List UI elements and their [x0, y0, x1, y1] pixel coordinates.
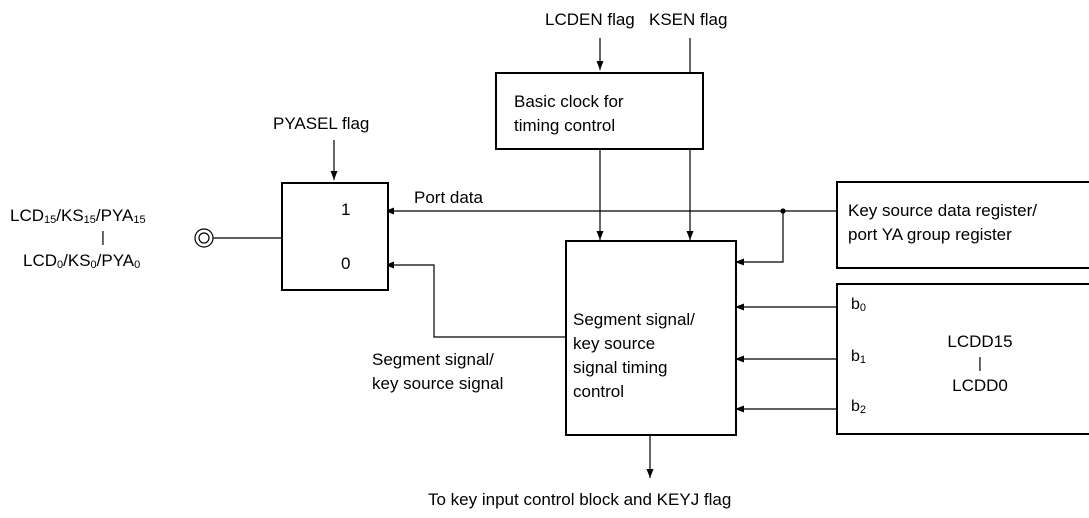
segment-signal-label-line2: key source signal [372, 374, 504, 393]
register-to-timing-arrow [735, 211, 784, 266]
pin-label-top: LCD15/KS15/PYA15 [10, 206, 146, 226]
switch-input-0-label: 0 [341, 254, 351, 273]
bit-1-label: b1 [851, 348, 867, 366]
timing-box-line2: key source [573, 334, 656, 353]
bit-2-label: b2 [851, 398, 867, 416]
pin-icon [194, 228, 214, 248]
segment-timing-control-box: Segment signal/ key source signal timing… [565, 240, 737, 436]
selector-switch-box [281, 182, 389, 291]
ksen-flag-label: KSEN flag [649, 10, 728, 29]
junction-dot [780, 208, 786, 214]
lcden-flag-label: LCDEN flag [545, 10, 635, 29]
segment-signal-label-line1: Segment signal/ [372, 350, 494, 369]
lcdd-label-line2: | [978, 355, 982, 372]
lcdd-register-box [836, 283, 1089, 435]
timing-box-line1: Segment signal/ [573, 310, 695, 329]
pin-label-bottom: LCD0/KS0/PYA0 [23, 251, 141, 271]
key-source-register-box: Key source data register/ port YA group … [836, 181, 1089, 269]
clock-box-line2: timing control [514, 116, 616, 135]
segment-signal-path [385, 261, 567, 338]
switch-input-1-label: 1 [341, 200, 351, 219]
output-destination-label: To key input control block and KEYJ flag [428, 490, 732, 509]
clock-box-line1: Basic clock for [514, 92, 624, 111]
timing-box-line3: signal timing [573, 358, 668, 377]
bit-0-label: b0 [851, 296, 867, 314]
lcdd-label-line1: LCDD15 [947, 332, 1013, 351]
timing-box-line4: control [573, 382, 625, 401]
key-source-line2: port YA group register [848, 225, 1012, 244]
pyasel-flag-label: PYASEL flag [273, 114, 370, 133]
basic-clock-box: Basic clock for timing control [495, 72, 704, 150]
key-source-line1: Key source data register/ [848, 201, 1037, 220]
pin-label-mid: | [101, 229, 105, 246]
lcdd-label-line3: LCDD0 [952, 376, 1008, 395]
port-data-label: Port data [414, 188, 483, 207]
